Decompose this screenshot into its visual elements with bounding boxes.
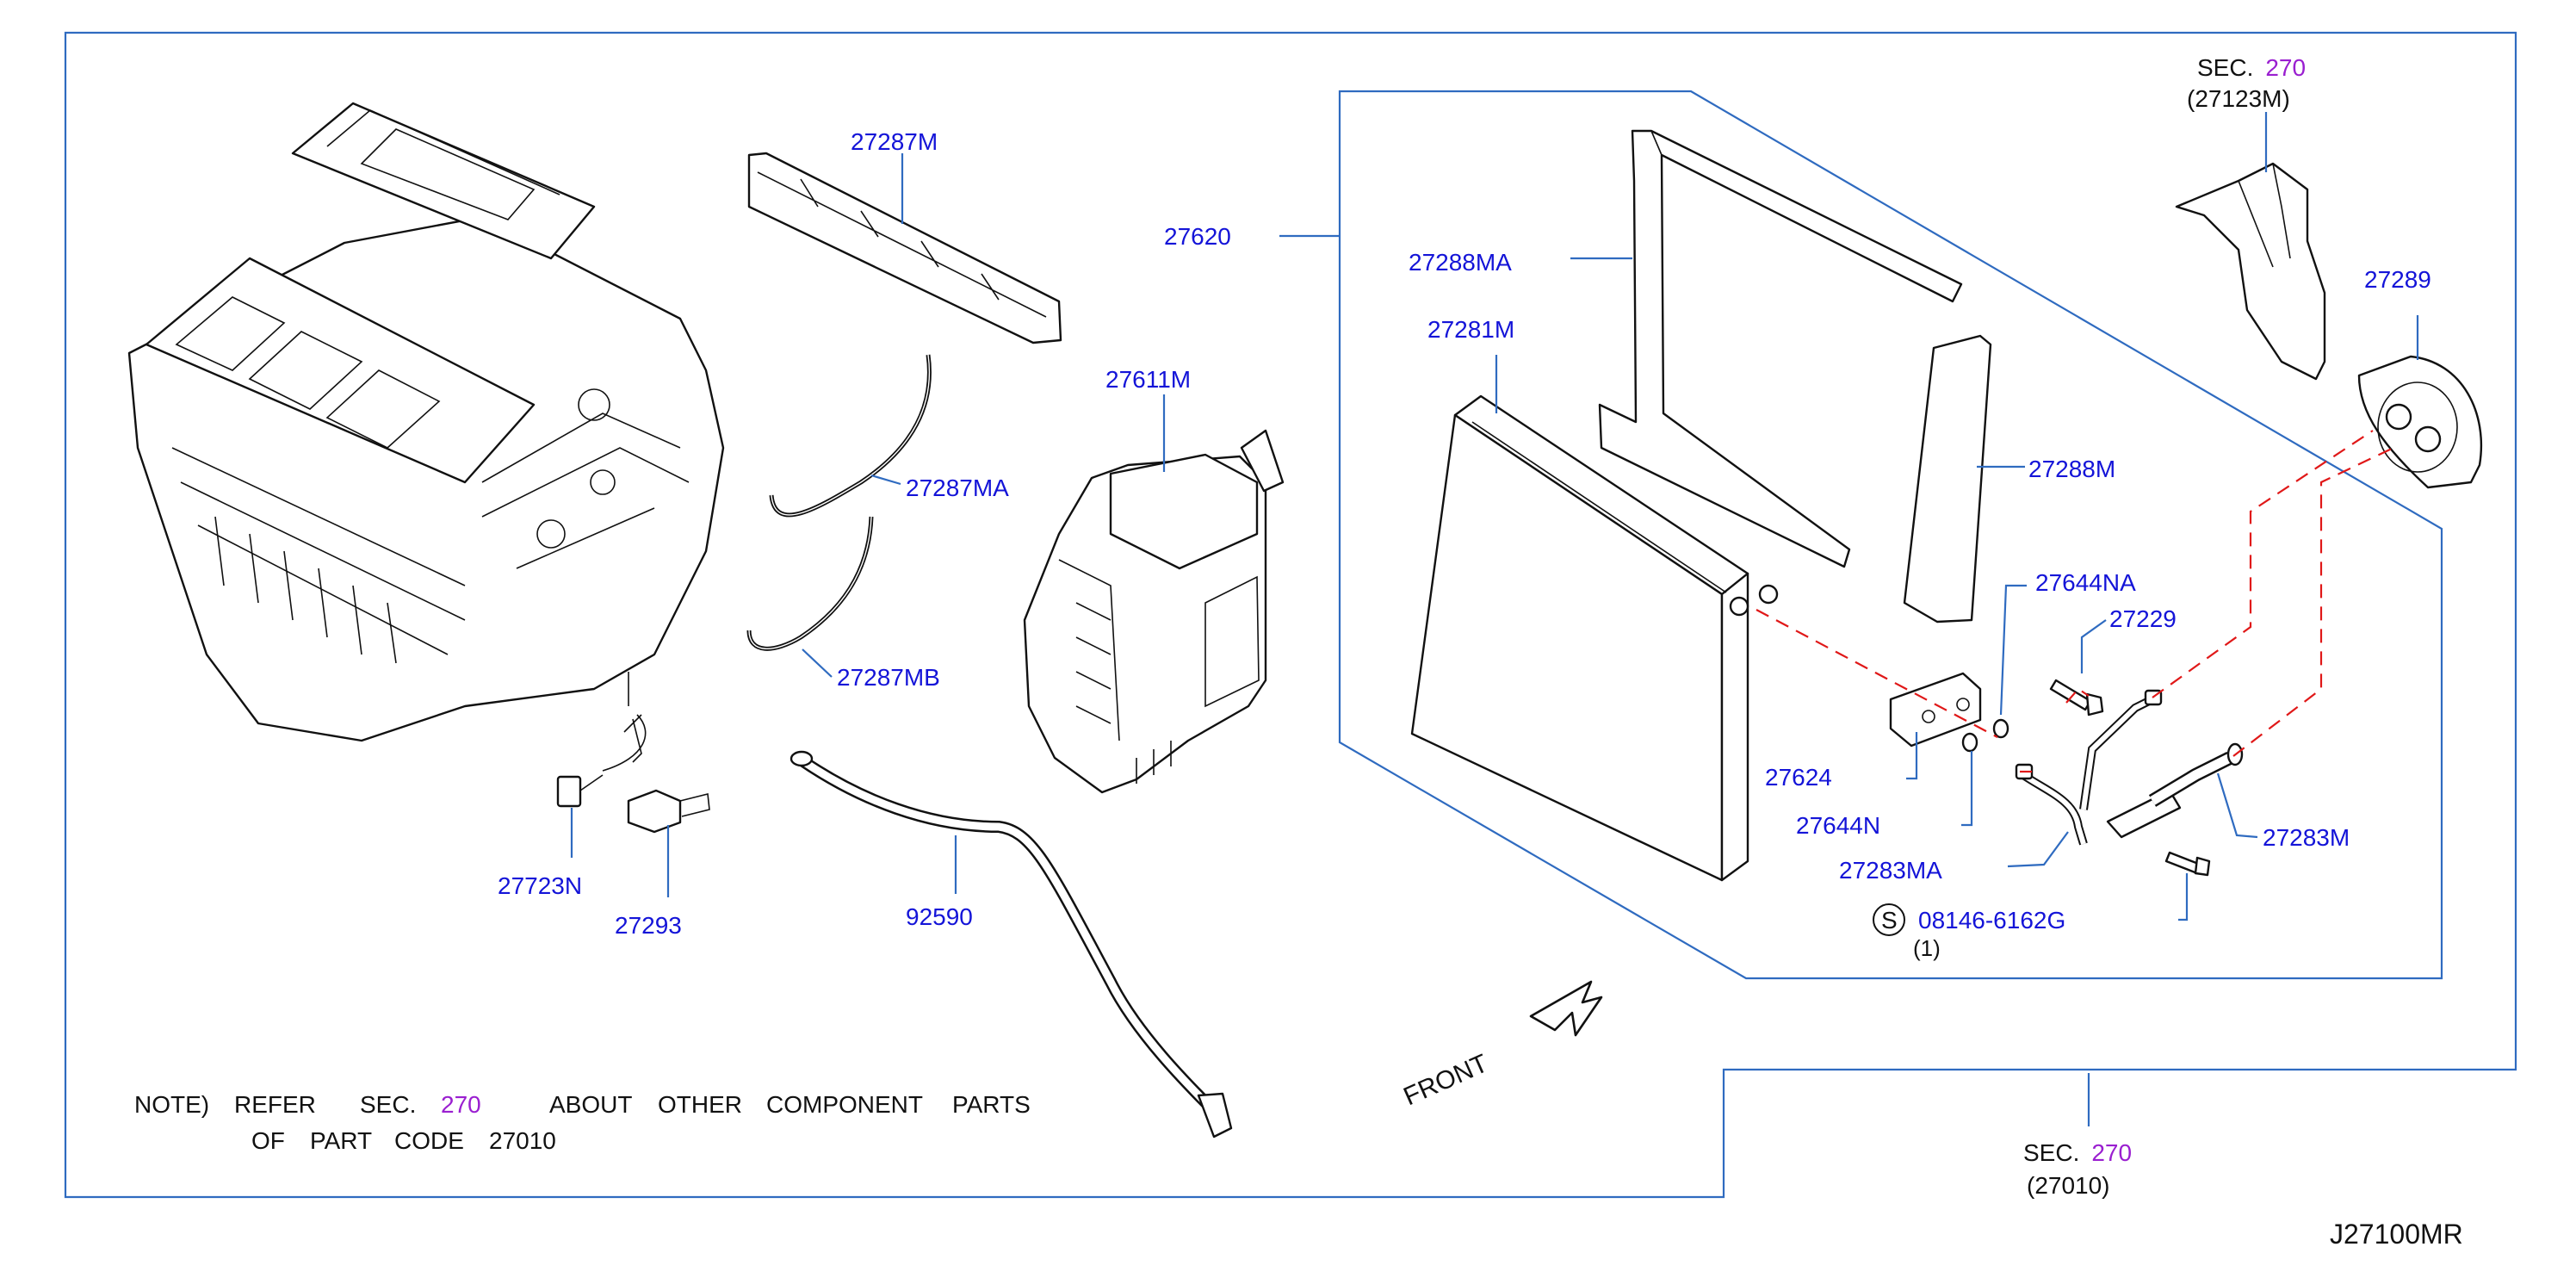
actuator-27293-drawing: [627, 789, 710, 834]
drain-hose-92590-drawing: [790, 750, 1233, 1138]
label-27723N: 27723N: [498, 872, 582, 899]
grommet-27289-drawing: [2357, 355, 2483, 489]
bolt-27229-drawing: [2049, 679, 2104, 717]
sec-ref-bottom-prefix: SEC.: [2023, 1139, 2079, 1166]
label-08146-6162G: 08146-6162G: [1918, 907, 2065, 934]
note-word: CODE: [394, 1127, 464, 1154]
leader-lines: [570, 112, 2419, 1126]
front-arrow-icon: [1529, 980, 1603, 1037]
label-27288M: 27288M: [2028, 456, 2115, 482]
label-27620: 27620: [1164, 223, 1231, 250]
expansion-valve-27624-drawing: [1889, 672, 1982, 748]
label-27229: 27229: [2109, 605, 2177, 632]
screw-quantity: (1): [1913, 935, 1941, 961]
label-27288MA: 27288MA: [1409, 249, 1512, 276]
o-ring-27644NA: [1992, 718, 2009, 739]
sec-ref-bottom: SEC. 270: [2023, 1139, 2132, 1166]
note-word: ABOUT: [549, 1091, 632, 1118]
seal-27288MA-drawing: [1598, 129, 1963, 568]
note-word: 27010: [489, 1127, 556, 1154]
label-27611M: 27611M: [1105, 366, 1191, 393]
note-word: 270: [441, 1091, 481, 1118]
duct-27287M-drawing: [747, 152, 1062, 344]
note-word: NOTE): [134, 1091, 209, 1118]
front-label: FRONT: [1399, 1049, 1492, 1111]
label-27287MA: 27287MA: [906, 475, 1009, 501]
note: NOTE) REFER SEC. 270 ABOUT OTHER COMPONE…: [134, 1091, 1031, 1154]
heater-unit-drawing: [127, 102, 725, 763]
label-92590: 92590: [906, 903, 973, 930]
label-27624: 27624: [1765, 764, 1832, 791]
seal-27288M-drawing: [1903, 334, 1992, 623]
route-line-4: [2232, 447, 2394, 757]
hose-27287MA-drawing: [769, 354, 932, 518]
label-27287MB: 27287MB: [837, 664, 940, 691]
label-27281M: 27281M: [1427, 316, 1514, 343]
label-27293: 27293: [615, 912, 682, 939]
diagram-id: J27100MR: [2330, 1219, 2463, 1250]
note-word: OF: [251, 1127, 285, 1154]
screw-symbol: S: [1881, 907, 1898, 934]
sec-ref-top-prefix: SEC.: [2197, 54, 2253, 81]
label-27644NA: 27644NA: [2035, 569, 2136, 596]
note-word: PARTS: [952, 1091, 1031, 1118]
screw-symbol-circle: [1873, 903, 1905, 936]
note-word: PART: [310, 1127, 372, 1154]
housing-27611M-drawing: [1023, 429, 1285, 794]
note-word: REFER: [234, 1091, 316, 1118]
screw-08146-6162G-drawing: [2164, 851, 2211, 877]
pipe-27283M-drawing: [2106, 742, 2244, 839]
sec-ref-top: SEC. 270: [2197, 54, 2306, 81]
sec-ref-bottom-number: 270: [2091, 1139, 2132, 1166]
evaporator-group-frame: [1338, 90, 2443, 980]
route-line-5: [2065, 687, 2090, 704]
label-27289: 27289: [2364, 266, 2431, 293]
sec-ref-top-number: 270: [2265, 54, 2306, 81]
sensor-27723N-drawing: [556, 714, 647, 808]
sec-ref-bottom-code: (27010): [2027, 1172, 2110, 1199]
sec-ref-top-code: (27123M): [2187, 85, 2290, 112]
evaporator-core-27281M-drawing: [1410, 394, 1779, 882]
label-27287M: 27287M: [851, 128, 938, 155]
note-word: OTHER: [658, 1091, 742, 1118]
label-27283M: 27283M: [2263, 824, 2350, 851]
label-27644N: 27644N: [1796, 812, 1880, 839]
note-word: SEC.: [360, 1091, 416, 1118]
o-ring-27644N: [1961, 732, 1978, 753]
route-line-1: [1756, 609, 1998, 738]
cover-27123M-drawing: [2175, 162, 2326, 381]
route-line-3: [2152, 430, 2374, 698]
label-27283MA: 27283MA: [1839, 857, 1942, 884]
note-word: COMPONENT: [766, 1091, 923, 1118]
hose-27287MB-drawing: [746, 516, 874, 651]
outer-frame: [64, 31, 2517, 1199]
